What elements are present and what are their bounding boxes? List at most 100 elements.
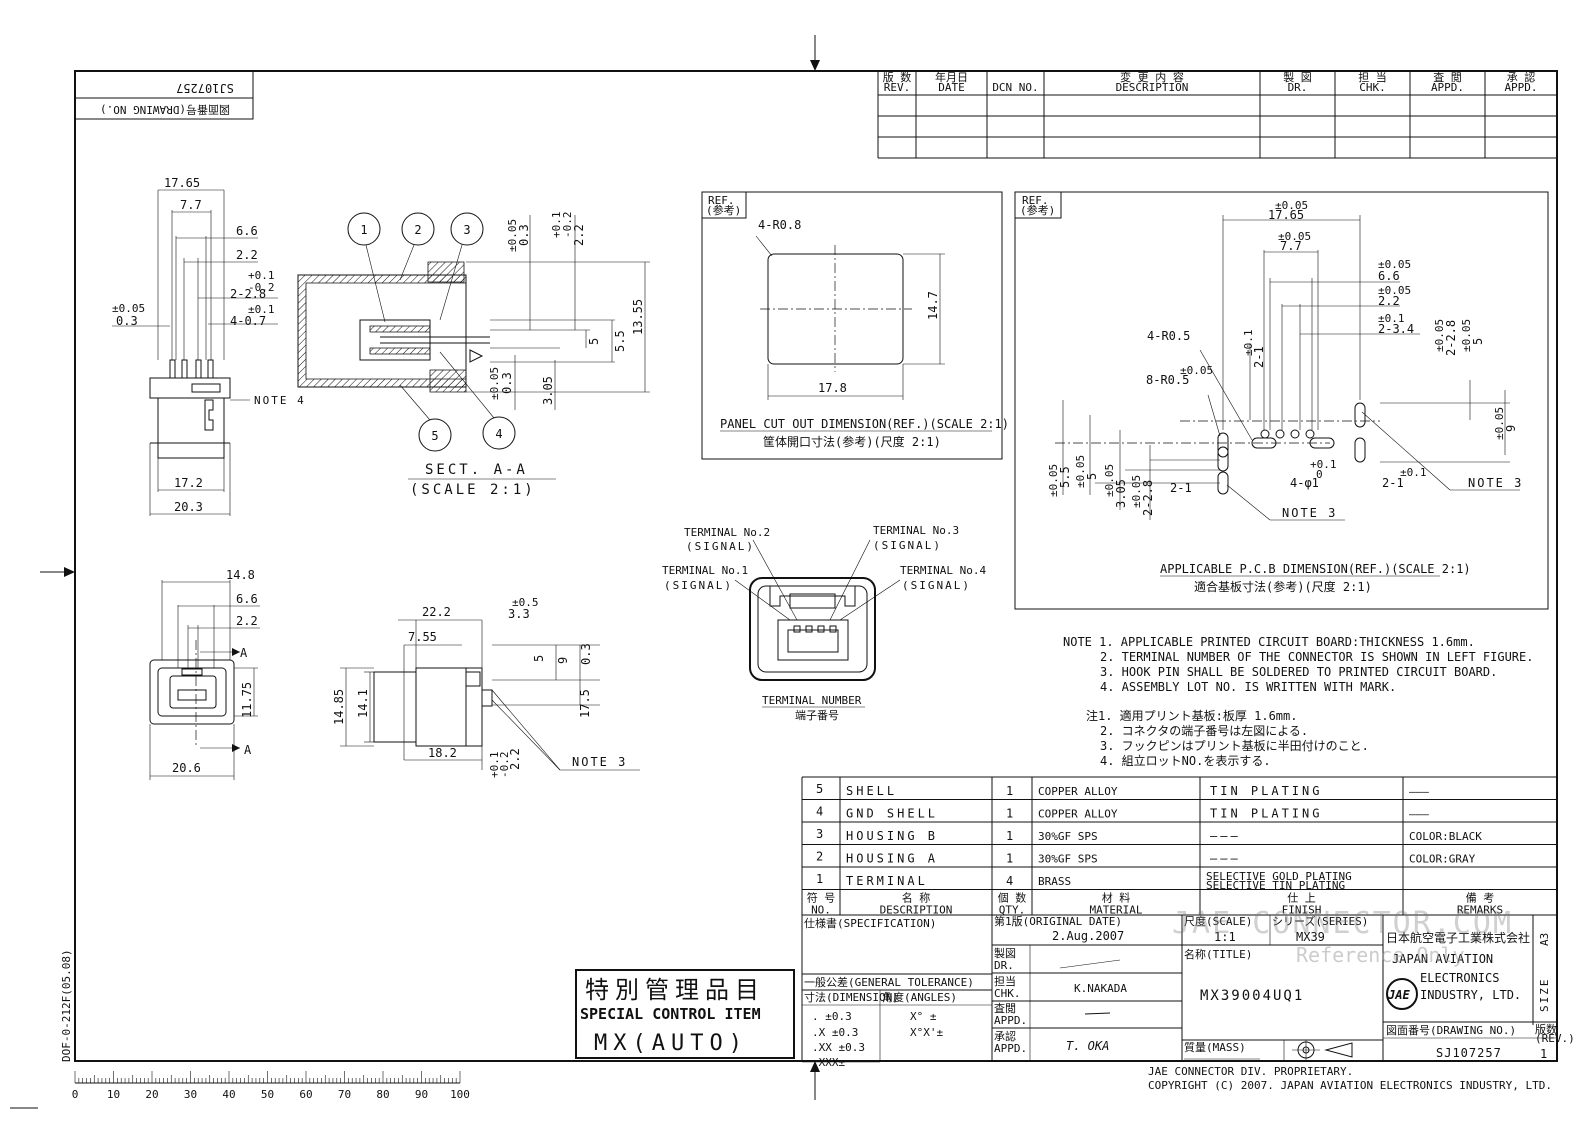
panel-caption-jp: 筐体開口寸法(参考)(尺度 2:1) bbox=[763, 434, 941, 449]
note-jp-3: 3. フックピンはプリント基板に半田付けのこと. bbox=[1100, 739, 1369, 753]
series-value: MX39 bbox=[1296, 930, 1325, 944]
rev-header-en: APPD. bbox=[1431, 81, 1464, 94]
watermark-line1: JAE CONNECTOR.COM bbox=[1172, 906, 1513, 941]
bottom-tol-0-5: ±0.5 bbox=[512, 596, 539, 609]
pcb-tol-5: ±0.1 bbox=[1378, 312, 1405, 325]
dimension-label: 寸法(DIMENSION) bbox=[804, 990, 899, 1004]
pcb-dim-3-05: 3.05 bbox=[1114, 479, 1128, 508]
pcb-dim-6-6: 6.6 bbox=[1378, 269, 1400, 283]
rev-header-jp: 版 数 bbox=[883, 70, 912, 84]
bottom-dim-22-2: 22.2 bbox=[422, 605, 451, 619]
rev-header-jp: 年月日 bbox=[935, 70, 968, 84]
balloon-3: 3 bbox=[439, 212, 484, 321]
bom-row-finish: TIN PLATING bbox=[1210, 807, 1322, 821]
pcb-tol-10: ±0.05 bbox=[1180, 364, 1213, 377]
terminal-3-name: TERMINAL No.3 bbox=[873, 524, 959, 537]
chk-en: CHK. bbox=[994, 987, 1021, 1000]
rev-header-en: DATE bbox=[938, 81, 965, 94]
pcb-tol-16: 0 bbox=[1316, 468, 1323, 481]
sect-dim-tol-005a: ±0.05 bbox=[506, 219, 519, 252]
sect-dim-13-55: 13.55 bbox=[631, 299, 645, 335]
pcb-tol-3: ±0.05 bbox=[1378, 258, 1411, 271]
tol-2: .XX ±0.3 bbox=[812, 1041, 865, 1054]
bom-row-desc: GND SHELL bbox=[846, 807, 938, 821]
bom-row-no: 5 bbox=[816, 782, 823, 796]
proprietary: JAE CONNECTOR DIV. PROPRIETARY. bbox=[1148, 1065, 1353, 1078]
pcb-dim-2-1a: 2-1 bbox=[1252, 346, 1266, 368]
pcb-dim-2-1b: 2-1 bbox=[1170, 481, 1192, 495]
pcb-ref-label: REF. bbox=[1022, 194, 1049, 207]
bom-row-desc: HOUSING B bbox=[846, 829, 938, 843]
scale-label: 尺度(SCALE) bbox=[1184, 914, 1252, 928]
pcb-caption-jp: 適合基板寸法(参考)(尺度 2:1) bbox=[1194, 579, 1372, 594]
side-dim-4-0-7: 4-0.7 bbox=[230, 314, 266, 328]
projection-symbol-icon bbox=[1292, 1040, 1353, 1060]
bottom-dim-7-55: 7.55 bbox=[408, 630, 437, 644]
angle-label: 角度(ANGLES) bbox=[882, 990, 957, 1004]
pcb-dim-5-5: 5.5 bbox=[1058, 466, 1072, 488]
pcb-tol-14: ±0.05 bbox=[1130, 475, 1143, 508]
ruler-label: 90 bbox=[415, 1088, 428, 1101]
bom-row-material: COPPER ALLOY bbox=[1038, 808, 1118, 821]
bom-row-no: 2 bbox=[816, 850, 823, 864]
side-dim-tol-minus: -0.2 bbox=[248, 281, 275, 294]
section-view: 1 2 3 4 5 ±0.05 0.3 +0.1 -0.2 2.2 13.55 … bbox=[297, 212, 650, 498]
sect-dim-0-3a: 0.3 bbox=[517, 224, 531, 246]
tab-drawing-no: SJ107257 bbox=[176, 81, 234, 95]
pcb-dim-4-phi1: 4-φ1 bbox=[1290, 476, 1319, 490]
bom-row-qty: 1 bbox=[1006, 829, 1013, 843]
sect-caption: SECT. A-A bbox=[425, 462, 528, 478]
form-code: DOF-0-212F(05.08) bbox=[60, 949, 73, 1062]
terminal-1-sub: (SIGNAL) bbox=[664, 579, 733, 592]
bom-header-jp: 符 号 bbox=[807, 892, 836, 905]
bom-row-no: 4 bbox=[816, 805, 823, 819]
mass-label: 質量(MASS) bbox=[1184, 1040, 1246, 1054]
balloon-4: 4 bbox=[439, 351, 516, 450]
watermark-line2: Reference Only bbox=[1296, 943, 1465, 967]
angle-1: X°X'± bbox=[910, 1026, 943, 1039]
bottom-dim-0-3: 0.3 bbox=[579, 643, 593, 665]
pcb-tol-2: ±0.05 bbox=[1278, 230, 1311, 243]
ruler-label: 100 bbox=[450, 1088, 470, 1101]
appd1-en: APPD. bbox=[994, 1014, 1027, 1027]
bom-row-qty: 1 bbox=[1006, 784, 1013, 798]
side-dim-tol-005: ±0.05 bbox=[112, 302, 145, 315]
appd2-name: T. OKA bbox=[1066, 1039, 1109, 1053]
terminal-caption-en: TERMINAL NUMBER bbox=[762, 694, 862, 707]
bom-row-qty: 4 bbox=[1006, 874, 1013, 888]
bom-row-material: 30%GF SPS bbox=[1038, 853, 1098, 866]
appd2-en: APPD. bbox=[994, 1042, 1027, 1055]
tolerance-label: 一般公差(GENERAL TOLERANCE) bbox=[804, 975, 974, 989]
tol-3: .XXX± bbox=[812, 1056, 845, 1069]
bottom-dim-14-85: 14.85 bbox=[332, 689, 346, 725]
tab-drawing-label: 図面番号(DRAWING NO.) bbox=[100, 103, 230, 116]
bottom-note-3: NOTE 3 bbox=[572, 755, 627, 769]
ruler-label: 60 bbox=[299, 1088, 312, 1101]
spec-label: 仕様書(SPECIFICATION) bbox=[804, 916, 936, 930]
note-jp-2: 2. コネクタの端子番号は左図による. bbox=[1100, 723, 1308, 738]
side-dim-6-6: 6.6 bbox=[236, 224, 258, 238]
bom-row-material: BRASS bbox=[1038, 875, 1071, 888]
special-jp: 特別管理品目 bbox=[585, 976, 765, 1004]
bottom-dim-9: 9 bbox=[556, 657, 570, 664]
bom-row-desc: TERMINAL bbox=[846, 874, 928, 888]
svg-text:3: 3 bbox=[463, 223, 470, 237]
pcb-dim-2-2-8b: 2-2.8 bbox=[1141, 480, 1155, 516]
pcb-tol-7: ±0.05 bbox=[1460, 319, 1473, 352]
company-en2: ELECTRONICS bbox=[1420, 971, 1499, 985]
pcb-tol-12: ±0.05 bbox=[1074, 455, 1087, 488]
bom-row-finish: ——— bbox=[1210, 829, 1241, 843]
chk-name: K.NAKADA bbox=[1074, 982, 1127, 995]
bom-row-material: 30%GF SPS bbox=[1038, 830, 1098, 843]
bottom-tol-minus: -0.2 bbox=[498, 752, 511, 779]
pcb-tol-8: ±0.05 bbox=[1493, 407, 1506, 440]
balloon-5: 5 bbox=[399, 384, 452, 452]
bottom-dim-3-3: 3.3 bbox=[508, 607, 530, 621]
bom-header-en: REMARKS bbox=[1457, 904, 1503, 917]
bom-row-finish2: SELECTIVE TIN PLATING bbox=[1206, 879, 1345, 892]
note-en-3: 3. HOOK PIN SHALL BE SOLDERED TO PRINTED… bbox=[1100, 665, 1497, 679]
note-en-4: 4. ASSEMBLY LOT NO. IS WRITTEN WITH MARK… bbox=[1100, 680, 1396, 694]
size-value: A3 bbox=[1538, 933, 1551, 946]
